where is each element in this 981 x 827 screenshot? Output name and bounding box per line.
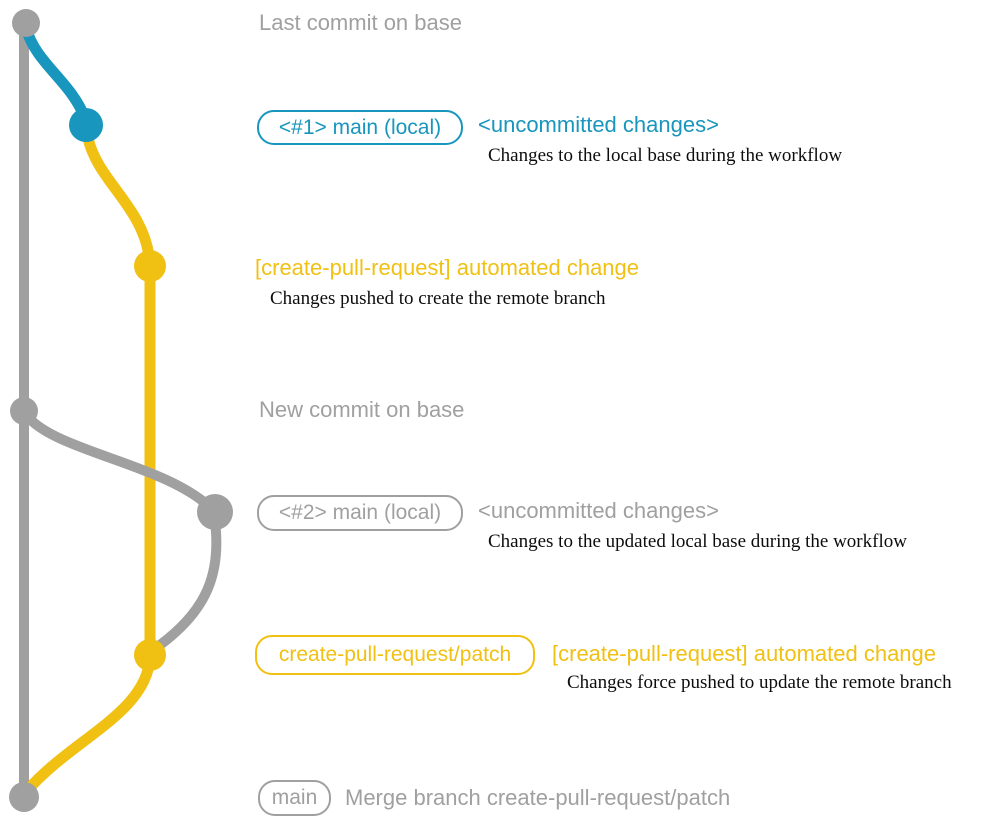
commit-new-base: [10, 397, 38, 425]
merge-edge: [20, 652, 156, 798]
commit-local-2: [197, 494, 233, 530]
desc-force-pushed: Changes force pushed to update the remot…: [567, 672, 952, 693]
label-new-commit-on-base: New commit on base: [259, 397, 465, 422]
branch-badge-main-local-2: <#2> main (local): [257, 495, 463, 531]
desc-updated-local-base: Changes to the updated local base during…: [488, 531, 907, 552]
local-branch-edge-2: [19, 407, 218, 515]
branch-badge-main-local-1: <#1> main (local): [257, 110, 463, 145]
label-uncommitted-changes-1: <uncommitted changes>: [478, 112, 719, 137]
desc-local-base: Changes to the local base during the wor…: [488, 145, 843, 166]
label-automated-change-1: [create-pull-request] automated change: [255, 255, 640, 280]
desc-pushed-create: Changes pushed to create the remote bran…: [270, 288, 606, 309]
commit-merge: [9, 782, 39, 812]
commit-local-1: [69, 108, 103, 142]
commit-patch-1: [134, 250, 166, 282]
local-branch-edge-1: [20, 22, 91, 124]
label-automated-change-2: [create-pull-request] automated change: [552, 641, 937, 666]
label-uncommitted-changes-2: <uncommitted changes>: [478, 498, 719, 523]
label-merge-message: Merge branch create-pull-request/patch: [345, 785, 731, 810]
local-branch-edge-3: [148, 509, 222, 655]
patch-branch-edge-1: [82, 132, 155, 262]
commit-patch-2: [134, 639, 166, 671]
label-last-commit-on-base: Last commit on base: [259, 10, 462, 35]
branch-badge-create-pull-request-patch: create-pull-request/patch: [255, 635, 535, 675]
branch-badge-main: main: [258, 780, 331, 816]
commit-last-base: [12, 9, 40, 37]
